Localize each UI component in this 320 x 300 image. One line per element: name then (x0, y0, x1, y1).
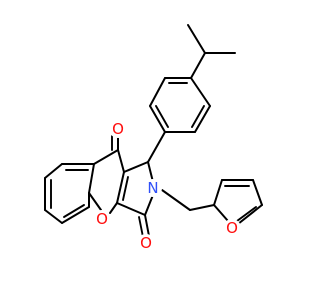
atom-label: N (147, 179, 158, 197)
furan-ring (221, 179, 263, 225)
pyranone-ring (88, 149, 125, 214)
atom-label: O (96, 210, 108, 228)
benzo-ring (44, 163, 95, 224)
aryl-link-bond (147, 131, 166, 163)
molecule-structure: O N O O O (44, 24, 263, 252)
pyrrolone-ring (116, 161, 156, 216)
atom-label: O (112, 120, 124, 138)
furylmethyl-group (161, 179, 229, 222)
lactam-carbonyl (138, 214, 150, 238)
structure-canvas: O N O O O (44, 24, 263, 252)
ketone-carbonyl (111, 135, 119, 151)
atom-label: O (226, 219, 238, 237)
aryl-ring (149, 77, 211, 133)
isopropyl-group (187, 24, 236, 79)
atom-label: O (140, 234, 152, 252)
atom-labels: O N O O O (93, 120, 241, 252)
